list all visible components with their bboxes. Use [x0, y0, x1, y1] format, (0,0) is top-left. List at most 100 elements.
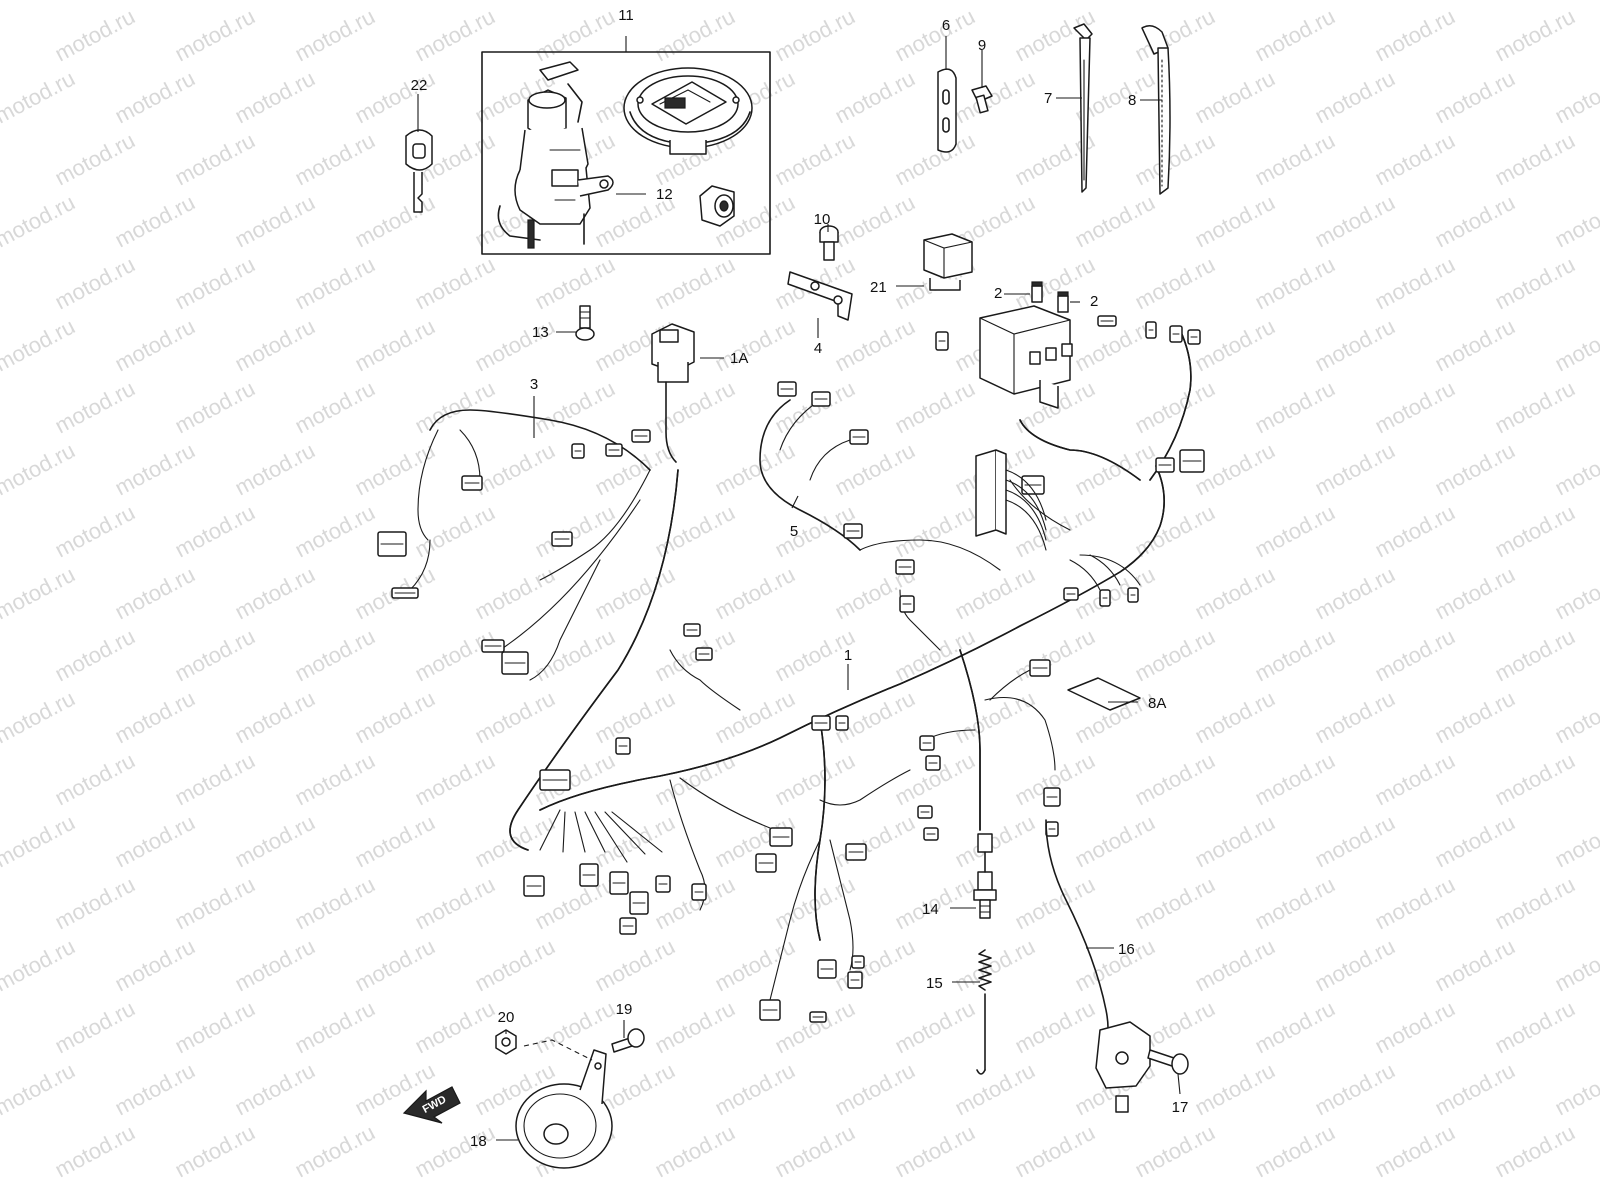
watermark-text: motod.ru — [1551, 314, 1600, 377]
watermark-text: motod.ru — [711, 1058, 799, 1121]
watermark-text: motod.ru — [51, 128, 139, 191]
watermark-text: motod.ru — [1191, 314, 1279, 377]
watermark-text: motod.ru — [1071, 190, 1159, 253]
watermark-text: motod.ru — [231, 0, 319, 4]
watermark-text: motod.ru — [51, 748, 139, 811]
watermark-text: motod.ru — [1551, 0, 1600, 4]
watermark-text: motod.ru — [531, 624, 619, 687]
callout-1A: 1A — [730, 350, 748, 367]
watermark-text: motod.ru — [1371, 996, 1459, 1059]
callout-13: 13 — [532, 324, 549, 341]
cable-tie-8-icon — [1141, 25, 1171, 195]
watermark-text: motod.ru — [831, 0, 919, 4]
watermark-text: motod.ru — [0, 314, 79, 377]
watermark-text: motod.ru — [1191, 686, 1279, 749]
watermark-text: motod.ru — [1551, 686, 1600, 749]
watermark-text: motod.ru — [1311, 314, 1399, 377]
watermark-text: motod.ru — [531, 376, 619, 439]
watermark-text: motod.ru — [51, 376, 139, 439]
watermark-text: motod.ru — [471, 438, 559, 501]
watermark-text: motod.ru — [1191, 0, 1279, 4]
watermark-text: motod.ru — [591, 562, 679, 625]
watermark-text: motod.ru — [1311, 0, 1399, 4]
watermark-text: motod.ru — [831, 314, 919, 377]
watermark-text: motod.ru — [351, 686, 439, 749]
watermark-text: motod.ru — [1131, 376, 1219, 439]
watermark-text: motod.ru — [1251, 748, 1339, 811]
watermark-text: motod.ru — [1551, 438, 1600, 501]
watermark-text: motod.ru — [351, 66, 439, 129]
watermark-text: motod.ru — [471, 562, 559, 625]
watermark-text: motod.ru — [531, 252, 619, 315]
watermark-text: motod.ru — [711, 686, 799, 749]
watermark-text: motod.ru — [1491, 376, 1579, 439]
watermark-text: motod.ru — [1011, 996, 1099, 1059]
watermark-text: motod.ru — [171, 624, 259, 687]
callout-2b: 2 — [1090, 293, 1098, 310]
connector-1A-icon — [651, 323, 695, 463]
watermark-text: motod.ru — [951, 66, 1039, 129]
watermark-text: motod.ru — [171, 252, 259, 315]
callout-9: 9 — [978, 37, 986, 54]
watermark-text: motod.ru — [351, 314, 439, 377]
watermark-text: motod.ru — [1251, 500, 1339, 563]
watermark-text: motod.ru — [1491, 996, 1579, 1059]
callout-1: 1 — [844, 647, 852, 664]
watermark-text: motod.ru — [711, 562, 799, 625]
watermark-text: motod.ru — [291, 4, 379, 67]
watermark-text: motod.ru — [351, 0, 439, 4]
watermark-text: motod.ru — [1311, 562, 1399, 625]
watermark-text: motod.ru — [51, 872, 139, 935]
watermark-text: motod.ru — [1311, 66, 1399, 129]
watermark-text: motod.ru — [1551, 66, 1600, 129]
watermark-text: motod.ru — [1311, 810, 1399, 873]
watermark-text: motod.ru — [171, 1120, 259, 1183]
watermark-text: motod.ru — [711, 934, 799, 997]
watermark-text: motod.ru — [0, 0, 79, 4]
seat-lock-icon — [699, 185, 735, 227]
watermark-text: motod.ru — [1131, 748, 1219, 811]
watermark-text: motod.ru — [831, 190, 919, 253]
watermark-text: motod.ru — [291, 128, 379, 191]
callout-6: 6 — [942, 17, 950, 34]
watermark-text: motod.ru — [1251, 996, 1339, 1059]
watermark-text: motod.ru — [351, 810, 439, 873]
watermark-text: motod.ru — [1251, 252, 1339, 315]
watermark-text: motod.ru — [471, 314, 559, 377]
watermark-text: motod.ru — [231, 190, 319, 253]
watermark-text: motod.ru — [0, 190, 79, 253]
bolt-9-icon — [971, 85, 993, 114]
watermark-text: motod.ru — [651, 748, 739, 811]
watermark-text: motod.ru — [111, 190, 199, 253]
watermark-text: motod.ru — [591, 810, 679, 873]
watermark-text: motod.ru — [1251, 872, 1339, 935]
watermark-text: motod.ru — [1491, 872, 1579, 935]
watermark-text: motod.ru — [51, 624, 139, 687]
multi-pin-connector-icon — [975, 449, 1047, 551]
watermark-text: motod.ru — [1551, 810, 1600, 873]
watermark-text: motod.ru — [891, 1120, 979, 1183]
watermark-text: motod.ru — [51, 996, 139, 1059]
watermark-text: motod.ru — [1431, 686, 1519, 749]
callout-17: 17 — [1172, 1099, 1189, 1116]
watermark-text: motod.ru — [951, 0, 1039, 4]
watermark-text: motod.ru — [1191, 66, 1279, 129]
watermark-text: motod.ru — [651, 1120, 739, 1183]
sub-harness-3 — [409, 409, 651, 681]
watermark-text: motod.ru — [51, 500, 139, 563]
watermark-text: motod.ru — [231, 686, 319, 749]
watermark-text: motod.ru — [1251, 624, 1339, 687]
watermark-text: motod.ru — [591, 0, 679, 4]
spring-15-icon — [976, 949, 992, 1075]
watermark-text: motod.ru — [1131, 128, 1219, 191]
watermark-text: motod.ru — [591, 686, 679, 749]
watermark-text: motod.ru — [0, 1058, 79, 1121]
watermark-text: motod.ru — [891, 376, 979, 439]
watermark-text: motod.ru — [771, 4, 859, 67]
ignition-switch-set-box — [481, 36, 771, 255]
watermark-text: motod.ru — [1071, 438, 1159, 501]
watermark-text: motod.ru — [1011, 872, 1099, 935]
side-stand-switch-16-icon — [1045, 819, 1151, 1113]
watermark-text: motod.ru — [711, 314, 799, 377]
